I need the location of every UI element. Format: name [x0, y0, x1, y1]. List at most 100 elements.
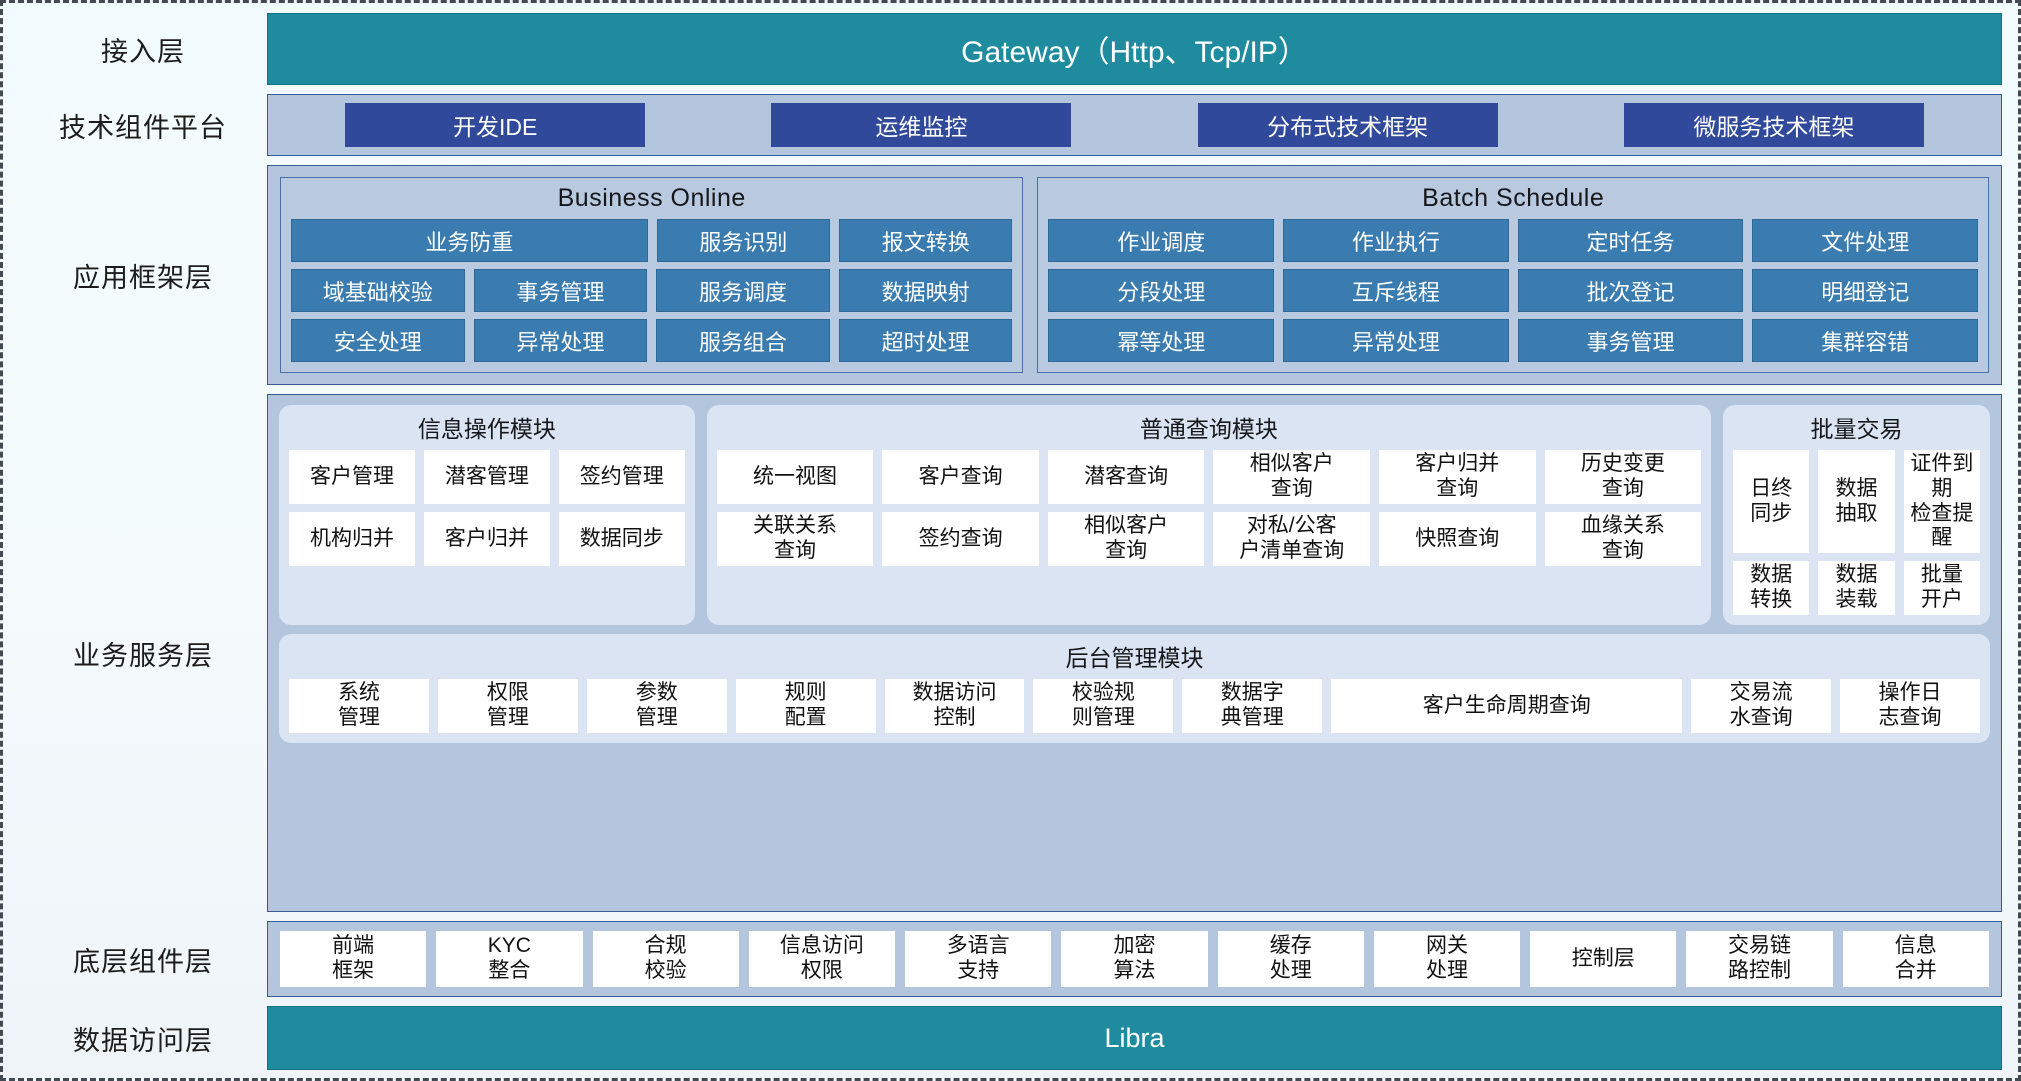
business-module-cell[interactable]: 潜客管理 — [423, 450, 550, 504]
framework-cell[interactable]: 安全处理 — [291, 319, 465, 362]
backend-module-cell[interactable]: 交易流水查询 — [1691, 679, 1832, 734]
framework-cell[interactable]: 分段处理 — [1048, 269, 1275, 312]
framework-cell[interactable]: 服务识别 — [656, 219, 831, 262]
tech-chip[interactable]: 运维监控 — [771, 103, 1072, 147]
backend-module-cell[interactable]: 数据字典管理 — [1182, 679, 1323, 734]
layer-body-dataaccess: Libra — [267, 1006, 2002, 1070]
business-module-row: 客户管理潜客管理签约管理 — [289, 450, 685, 504]
framework-cell[interactable]: 事务管理 — [473, 269, 648, 312]
framework-cell[interactable]: 服务组合 — [656, 319, 830, 362]
business-module-cell[interactable]: 客户归并 — [423, 512, 550, 566]
framework-cell[interactable]: 报文转换 — [839, 219, 1013, 262]
backend-module-cell[interactable]: 参数管理 — [586, 679, 727, 734]
layer-bizservice: 业务服务层 信息操作模块客户管理潜客管理签约管理机构归并客户归并数据同步普通查询… — [19, 394, 2002, 912]
framework-cell[interactable]: 幂等处理 — [1048, 319, 1275, 362]
business-module-cell[interactable]: 机构归并 — [289, 512, 415, 566]
tech-chip[interactable]: 开发IDE — [345, 103, 646, 147]
business-module-cell[interactable]: 血缘关系查询 — [1544, 512, 1702, 566]
framework-cell[interactable]: 异常处理 — [1283, 319, 1509, 362]
framework-cell[interactable]: 明细登记 — [1752, 269, 1979, 312]
business-module-cell[interactable]: 关联关系查询 — [716, 512, 874, 566]
component-cell[interactable]: 信息合并 — [1842, 931, 1989, 987]
component-cell[interactable]: 缓存处理 — [1217, 931, 1364, 987]
business-module-cell[interactable]: 批量开户 — [1903, 561, 1980, 616]
framework-cell[interactable]: 作业执行 — [1283, 219, 1509, 262]
framework-row: 安全处理异常处理服务组合超时处理 — [291, 319, 1013, 362]
business-module-title: 普通查询模块 — [1139, 416, 1278, 442]
backend-module-cell[interactable]: 校验规则管理 — [1033, 679, 1174, 734]
framework-cell[interactable]: 业务防重 — [291, 219, 648, 262]
business-module-row: 统一视图客户查询潜客查询相似客户查询客户归并查询历史变更查询 — [716, 450, 1702, 504]
backend-module-cell[interactable]: 客户生命周期查询 — [1331, 679, 1683, 734]
framework-cell[interactable]: 域基础校验 — [291, 269, 465, 312]
backend-module-cell[interactable]: 操作日志查询 — [1840, 679, 1980, 734]
business-module: 批量交易日终同步数据抽取证件到期检查提醒数据转换数据装载批量开户 — [1723, 405, 1990, 626]
framework-row: 幂等处理异常处理事务管理集群容错 — [1048, 319, 1979, 362]
tech-chip-band: 开发IDE 运维监控 分布式技术框架 微服务技术框架 — [267, 94, 2002, 156]
layer-access: 接入层 Gateway（Http、Tcp/IP） — [19, 13, 2002, 85]
backend-module-cell[interactable]: 数据访问控制 — [884, 679, 1025, 734]
business-module-cell[interactable]: 数据同步 — [558, 512, 685, 566]
business-module-grid: 客户管理潜客管理签约管理机构归并客户归并数据同步 — [289, 450, 685, 566]
component-cell[interactable]: 加密算法 — [1061, 931, 1208, 987]
backend-module-cell[interactable]: 规则配置 — [735, 679, 876, 734]
layer-body-access: Gateway（Http、Tcp/IP） — [267, 13, 2002, 85]
component-cell[interactable]: 前端框架 — [280, 931, 427, 987]
tech-chip[interactable]: 微服务技术框架 — [1623, 103, 1924, 147]
tech-chip[interactable]: 分布式技术框架 — [1197, 103, 1498, 147]
framework-grid: 作业调度作业执行定时任务文件处理分段处理互斥线程批次登记明细登记幂等处理异常处理… — [1048, 219, 1979, 362]
business-module-cell[interactable]: 数据装载 — [1818, 561, 1895, 616]
business-module-grid: 统一视图客户查询潜客查询相似客户查询客户归并查询历史变更查询关联关系查询签约查询… — [716, 450, 1702, 566]
business-module-cell[interactable]: 签约查询 — [882, 512, 1039, 566]
component-cell[interactable]: 控制层 — [1530, 931, 1677, 987]
framework-cell[interactable]: 异常处理 — [473, 319, 648, 362]
framework-cell[interactable]: 作业调度 — [1048, 219, 1275, 262]
framework-cell[interactable]: 文件处理 — [1752, 219, 1979, 262]
business-module-cell[interactable]: 统一视图 — [716, 450, 874, 504]
backend-module-cell[interactable]: 权限管理 — [437, 679, 578, 734]
business-module-cell[interactable]: 对私/公客户清单查询 — [1213, 512, 1371, 566]
business-module-cell[interactable]: 客户查询 — [882, 450, 1039, 504]
business-modules-row: 信息操作模块客户管理潜客管理签约管理机构归并客户归并数据同步普通查询模块统一视图… — [279, 405, 1990, 626]
layer-label-dataaccess: 数据访问层 — [73, 1025, 213, 1056]
business-module-cell[interactable]: 相似客户查询 — [1047, 512, 1205, 566]
framework-cell[interactable]: 服务调度 — [656, 269, 830, 312]
business-module-cell[interactable]: 证件到期检查提醒 — [1903, 450, 1980, 554]
framework-row: 业务防重服务识别报文转换 — [291, 219, 1013, 262]
business-module-cell[interactable]: 潜客查询 — [1047, 450, 1205, 504]
framework-cell[interactable]: 互斥线程 — [1283, 269, 1509, 312]
business-module-cell[interactable]: 日终同步 — [1733, 450, 1810, 554]
business-module-cell[interactable]: 相似客户查询 — [1213, 450, 1371, 504]
backend-module-row: 系统管理权限管理参数管理规则配置数据访问控制校验规则管理数据字典管理客户生命周期… — [289, 679, 1980, 734]
business-module-title: 信息操作模块 — [417, 416, 556, 442]
backend-module-cell[interactable]: 系统管理 — [289, 679, 429, 734]
framework-cell[interactable]: 定时任务 — [1517, 219, 1744, 262]
component-cell[interactable]: 信息访问权限 — [748, 931, 896, 987]
business-module-cell[interactable]: 数据转换 — [1733, 561, 1810, 616]
layer-label-appframework: 应用框架层 — [73, 262, 213, 293]
business-module-cell[interactable]: 客户归并查询 — [1379, 450, 1536, 504]
business-module-cell[interactable]: 客户管理 — [289, 450, 415, 504]
component-cell[interactable]: 网关处理 — [1373, 931, 1521, 987]
business-module-cell[interactable]: 快照查询 — [1379, 512, 1536, 566]
framework-cell[interactable]: 数据映射 — [838, 269, 1013, 312]
framework-row: 作业调度作业执行定时任务文件处理 — [1048, 219, 1979, 262]
business-module-cell[interactable]: 数据抽取 — [1818, 450, 1895, 554]
component-cell[interactable]: 多语言支持 — [905, 931, 1052, 987]
business-module-cell[interactable]: 签约管理 — [558, 450, 685, 504]
component-cell[interactable]: 合规校验 — [592, 931, 739, 987]
framework-cell[interactable]: 超时处理 — [838, 319, 1013, 362]
business-module-row: 日终同步数据抽取证件到期检查提醒 — [1733, 450, 1980, 554]
framework-cell[interactable]: 集群容错 — [1752, 319, 1979, 362]
framework-cell[interactable]: 事务管理 — [1517, 319, 1744, 362]
business-module-cell[interactable]: 历史变更查询 — [1544, 450, 1702, 504]
framework-cell[interactable]: 批次登记 — [1517, 269, 1744, 312]
component-cell[interactable]: 交易链路控制 — [1686, 931, 1833, 987]
